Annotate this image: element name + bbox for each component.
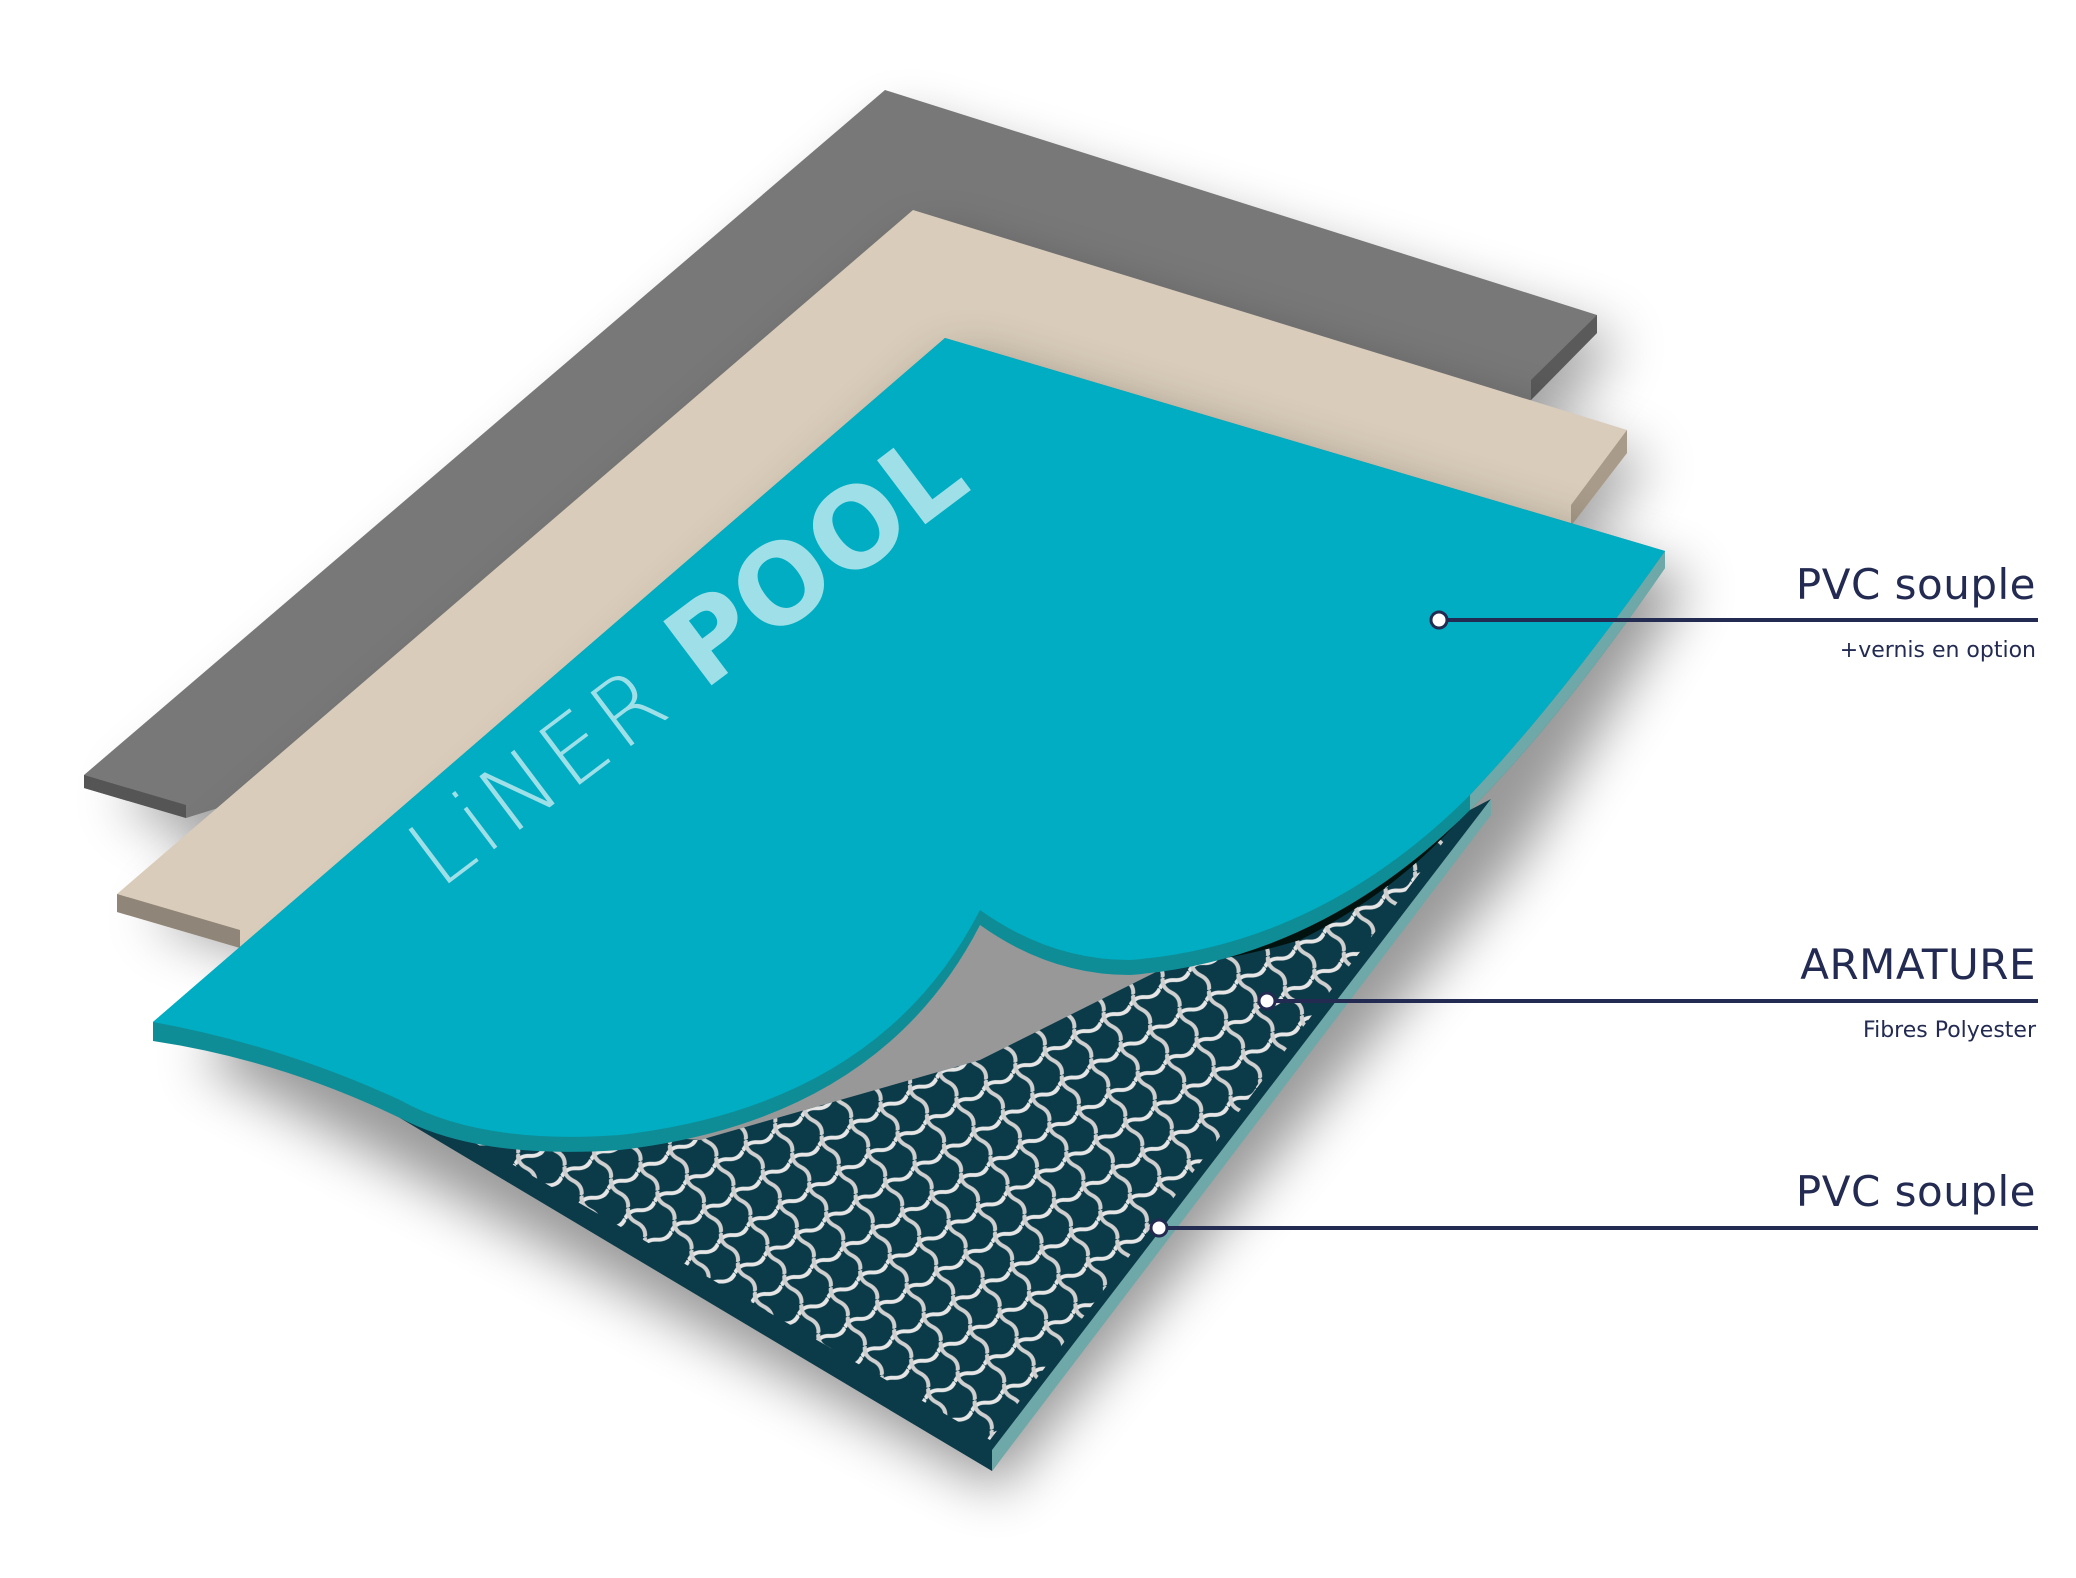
layer-title-armature: ARMATURE bbox=[1800, 940, 2036, 989]
pointer-dot bbox=[1149, 1218, 1169, 1238]
layer-subtitle-varnish: +vernis en option bbox=[1839, 638, 2036, 663]
pointer-dot bbox=[1429, 610, 1449, 630]
layer-title-bottom-pvc: PVC souple bbox=[1795, 1167, 2036, 1216]
leader-lines bbox=[1149, 610, 2038, 1238]
layer-title-top-pvc: PVC souple bbox=[1795, 560, 2036, 609]
layer-subtitle-fibres: Fibres Polyester bbox=[1863, 1018, 2036, 1043]
pointer-dot bbox=[1257, 991, 1277, 1011]
teal-pvc-sheet bbox=[153, 338, 1665, 1152]
